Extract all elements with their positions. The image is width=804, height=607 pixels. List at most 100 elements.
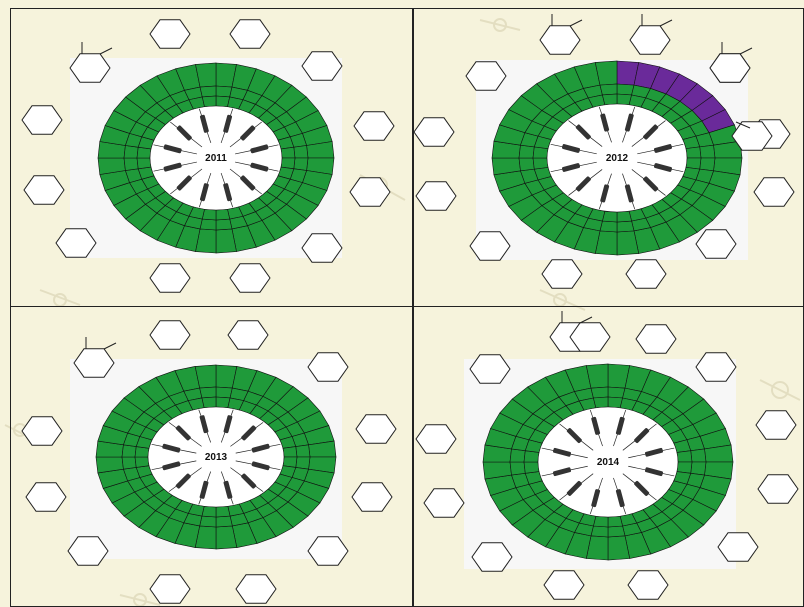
molecule-bond	[739, 47, 753, 55]
molecule-hexagon	[465, 61, 507, 91]
chromosome-glyph	[223, 480, 233, 499]
ring-cell	[201, 396, 217, 409]
molecule-hexagon	[635, 324, 677, 354]
ring-cell	[690, 448, 707, 463]
molecule-hexagon	[423, 488, 465, 518]
chromosome-glyph	[624, 184, 634, 203]
ring-cell	[685, 146, 702, 159]
chromosome-glyph	[562, 163, 581, 172]
molecule-hexagon	[569, 322, 611, 352]
ring-cell	[123, 145, 139, 159]
chromosome-glyph	[250, 144, 269, 154]
chromosome-glyph	[163, 144, 182, 154]
ring-cell	[280, 146, 296, 159]
ring-cell	[518, 144, 535, 159]
ring-cell	[518, 157, 535, 172]
molecule-hexagon	[149, 574, 191, 604]
chromosome-glyph	[615, 489, 625, 508]
molecule-hexagon	[695, 229, 737, 259]
chromosome-glyph	[223, 415, 233, 434]
horizontal-divider	[10, 306, 804, 307]
ring-cell	[121, 456, 137, 470]
molecule-hexagon	[229, 19, 271, 49]
molecule-hexagon	[355, 414, 397, 444]
chromosome-glyph	[162, 443, 181, 453]
chromosome-glyph	[199, 415, 209, 434]
molecule-hexagon	[471, 542, 513, 572]
ring-cell	[676, 450, 693, 463]
ring-cell	[215, 386, 233, 399]
ring	[95, 364, 337, 550]
chromosome-glyph	[653, 163, 672, 172]
molecule-hexagon	[753, 177, 795, 207]
ring-cell	[590, 386, 609, 399]
molecule-bond	[579, 316, 593, 324]
chromosome-glyph	[251, 461, 270, 471]
molecule-hexagon	[539, 25, 581, 55]
chromosome-glyph	[566, 480, 582, 496]
ring-cell	[293, 145, 309, 159]
ring-cell	[602, 93, 618, 106]
molecule-hexagon	[21, 416, 63, 446]
year-label: 2011	[205, 153, 227, 164]
ring-cell	[616, 83, 635, 96]
molecule-hexagon	[349, 177, 391, 207]
chromosome-glyph	[223, 114, 233, 133]
ring-cell	[616, 220, 635, 233]
molecule-hexagon	[149, 320, 191, 350]
molecule-hexagon	[469, 354, 511, 384]
panel-2012: 2012	[412, 8, 804, 306]
molecule-hexagon	[55, 228, 97, 258]
chromosome-glyph	[163, 162, 182, 172]
ring-cell	[215, 218, 233, 231]
molecule-hexagon	[235, 574, 277, 604]
chromosome-glyph	[643, 176, 659, 192]
circos-diagram: 2011	[21, 19, 395, 293]
ring-cell	[282, 446, 298, 458]
molecule-hexagon	[21, 105, 63, 135]
molecule-hexagon	[227, 320, 269, 350]
circos-diagram: 2012	[413, 14, 795, 289]
chromosome-glyph	[591, 489, 601, 508]
molecule-hexagon	[149, 263, 191, 293]
chromosome-glyph	[643, 124, 659, 140]
molecule-hexagon	[307, 536, 349, 566]
chromosome-glyph	[553, 447, 572, 457]
molecule-hexagon	[717, 532, 759, 562]
ring-cell	[295, 444, 311, 458]
molecule-hexagon	[353, 111, 395, 141]
chromosome-glyph	[240, 125, 256, 141]
panel-2011: 2011	[10, 8, 412, 306]
chromosome-glyph	[175, 473, 191, 489]
ring-cell	[295, 456, 311, 470]
molecule-hexagon	[351, 482, 393, 512]
molecule-bond	[735, 121, 751, 129]
molecule-bond	[103, 342, 117, 350]
ring-cell	[199, 386, 217, 399]
vertical-divider	[412, 8, 414, 607]
chromosome-glyph	[566, 428, 582, 444]
chromosome-glyph	[600, 184, 610, 203]
molecule-hexagon	[755, 410, 797, 440]
molecule-hexagon	[415, 424, 457, 454]
molecule-hexagon	[543, 570, 585, 600]
chromosome-glyph	[175, 425, 191, 441]
ring-cell	[607, 525, 626, 538]
molecule-hexagon	[149, 19, 191, 49]
chromosome-glyph	[250, 162, 269, 172]
molecule-hexagon	[627, 570, 669, 600]
ring	[491, 60, 743, 256]
ring	[97, 62, 335, 254]
year-label: 2012	[606, 153, 629, 164]
ring-cell	[599, 83, 618, 96]
molecule-hexagon	[229, 263, 271, 293]
ring-cell	[199, 515, 217, 528]
chromosome-glyph	[251, 443, 270, 453]
ring-cell	[123, 157, 139, 171]
ring-cell	[590, 525, 609, 538]
ring-cell	[532, 157, 549, 170]
ring-cell	[690, 461, 707, 476]
circos-diagram: 2013	[21, 320, 397, 604]
ring-cell	[134, 456, 150, 468]
